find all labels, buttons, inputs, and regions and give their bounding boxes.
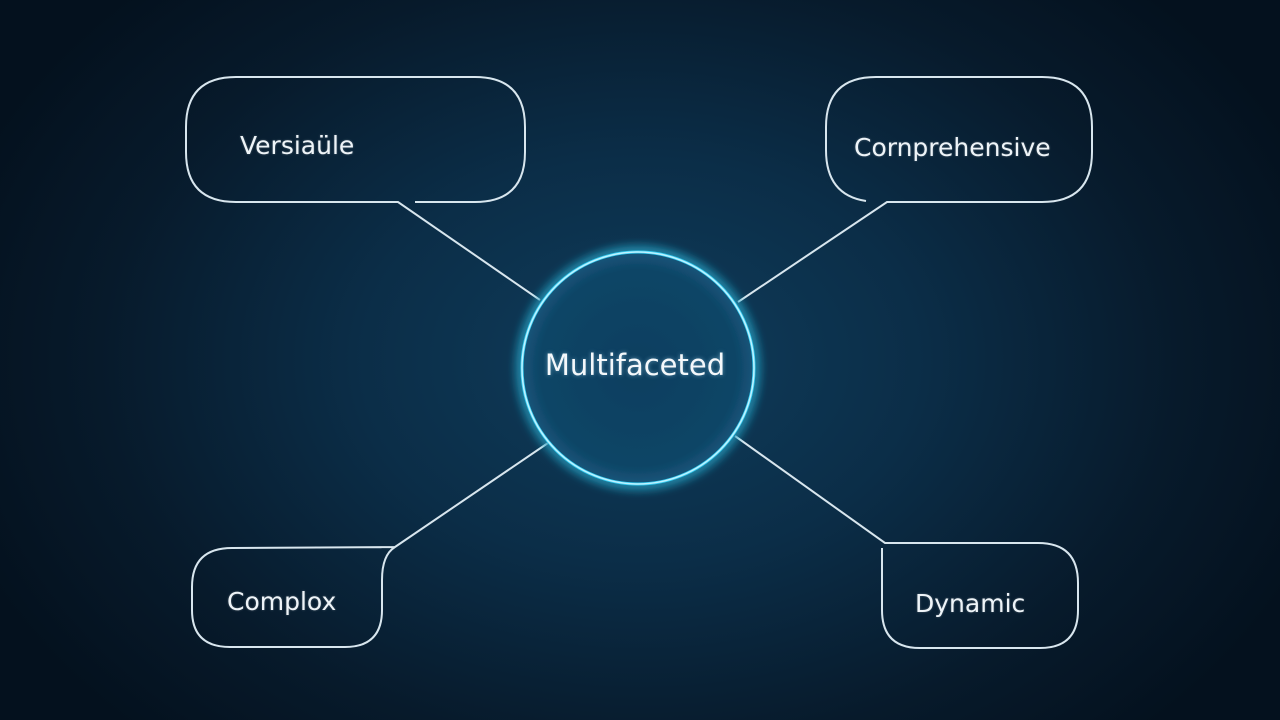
node-bubble-bottom-left [191,442,549,648]
node-label-bottom-left: Complox [227,587,337,616]
node-label-bottom-right: Dynamic [915,589,1026,618]
node-bubble-top-right [737,76,1093,303]
node-label-top-left: Versiaüle [240,131,355,160]
node-label-top-right: Cornprehensive [854,133,1051,162]
center-node-label: Multifaceted [544,348,726,382]
node-bubble-bottom-right [734,435,1079,649]
node-bubble-top-left [185,76,541,301]
